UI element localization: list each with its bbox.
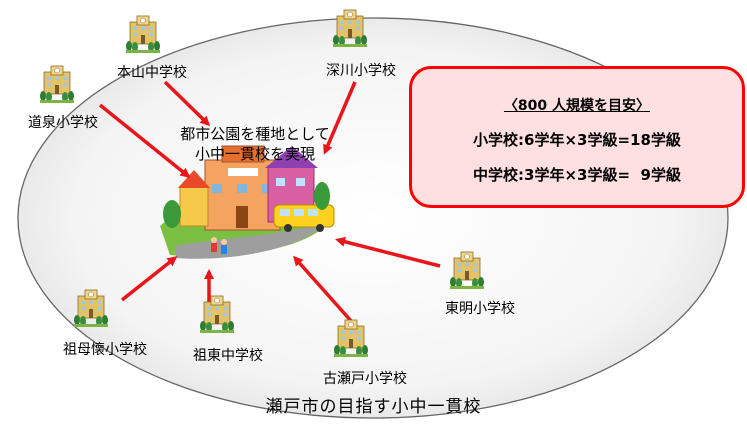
school-label-soto: 祖東中学校	[193, 348, 263, 364]
integrated-school-illustration	[160, 145, 335, 259]
goal-box: 〈800 人規模を目安〉 小学校:6学年×3学級=18学級 中学校:3学年×3学…	[409, 66, 745, 208]
goal-junior-high: 中学校:3学年×3学級= 9学級	[473, 166, 681, 184]
diagram-caption: 瀬戸市の目指す小中一貫校	[265, 397, 482, 417]
school-label-sobokai: 祖母懐小学校	[63, 342, 147, 358]
arrow-kosetobe	[293, 255, 354, 324]
arrow-dosen	[98, 103, 191, 178]
school-label-fukagawa: 深川小学校	[326, 63, 396, 79]
center-caption-line2: 小中一貫校を実現	[194, 145, 315, 163]
school-label-tomei: 東明小学校	[445, 301, 515, 317]
arrow-tomei	[335, 236, 441, 268]
school-label-motoyama: 本山中学校	[117, 65, 187, 81]
arrow-sobokai	[120, 256, 178, 302]
school-label-kosetobe: 古瀬戸小学校	[323, 371, 407, 387]
goal-elementary: 小学校:6学年×3学級=18学級	[473, 131, 681, 149]
arrow-fukagawa	[323, 81, 357, 155]
goal-title: 〈800 人規模を目安〉	[503, 98, 651, 114]
school-building-icon	[125, 15, 161, 54]
center-caption: 都市公園を種地として 小中一貫校を実現	[170, 124, 340, 164]
school-label-dosen: 道泉小学校	[28, 115, 98, 131]
arrow-motoyama	[163, 80, 211, 127]
center-caption-line1: 都市公園を種地として	[180, 125, 330, 143]
school-building-icon	[39, 65, 75, 104]
